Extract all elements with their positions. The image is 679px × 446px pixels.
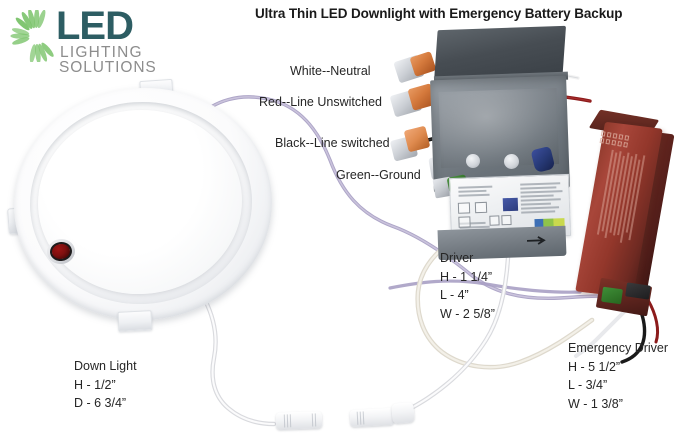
junction-box xyxy=(428,25,580,261)
emergency-driver-terminal-green xyxy=(601,286,623,305)
driver-spec-w: W - 2 5/8” xyxy=(440,306,495,321)
emergency-driver-module xyxy=(575,109,676,324)
knockout-plug-2 xyxy=(504,154,519,169)
logo-word-lighting: LIGHTING xyxy=(60,44,143,61)
logo-word-led: LED xyxy=(56,4,134,48)
downlight-spec-d: D - 6 3/4” xyxy=(74,396,127,410)
led-lighting-solutions-logo: LED LIGHTING SOLUTIONS xyxy=(8,4,156,80)
callout-black-line-switched: Black--Line switched xyxy=(275,136,390,150)
driver-spec-block: Driver H - 1 1/4” L - 4” W - 2 5/8” xyxy=(440,249,495,323)
quick-connector-male xyxy=(275,411,323,430)
downlight-spec-h: H - 1/2” xyxy=(74,377,116,392)
driver-spec-l: L - 4” xyxy=(440,288,469,302)
callout-green-ground: Green--Ground xyxy=(336,168,421,182)
quick-connector-female xyxy=(349,407,395,428)
emergency-driver-spec-name: Emergency Driver xyxy=(568,341,669,355)
knockout-plug-1 xyxy=(466,154,480,168)
starburst-icon xyxy=(10,10,54,62)
logo-word-solutions: SOLUTIONS xyxy=(59,59,157,76)
emergency-driver-spec-l: L - 3/4” xyxy=(568,378,608,392)
emergency-driver-spec-block: Emergency Driver H - 5 1/2” L - 3/4” W -… xyxy=(568,339,668,413)
emergency-driver-spec-w: W - 1 3/8” xyxy=(568,396,623,411)
callout-red-line-unswitched: Red--Line Unswitched xyxy=(259,95,382,109)
quick-connector-cap xyxy=(391,402,415,424)
downlight-spec-block: Down Light H - 1/2” D - 6 3/4” xyxy=(74,357,137,413)
arrow-icon xyxy=(526,236,546,245)
driver-spec-name: Driver xyxy=(440,251,474,265)
mounting-clip-bottom xyxy=(117,310,153,332)
downlight-fixture xyxy=(6,78,280,332)
driver-blue-marking xyxy=(502,197,519,212)
emergency-driver-spec-h: H - 5 1/2” xyxy=(568,359,621,374)
callout-white-neutral: White--Neutral xyxy=(290,64,371,78)
downlight-spec-name: Down Light xyxy=(74,359,137,373)
page-title: Ultra Thin LED Downlight with Emergency … xyxy=(255,6,623,21)
driver-spec-h: H - 1 1/4” xyxy=(440,269,493,284)
